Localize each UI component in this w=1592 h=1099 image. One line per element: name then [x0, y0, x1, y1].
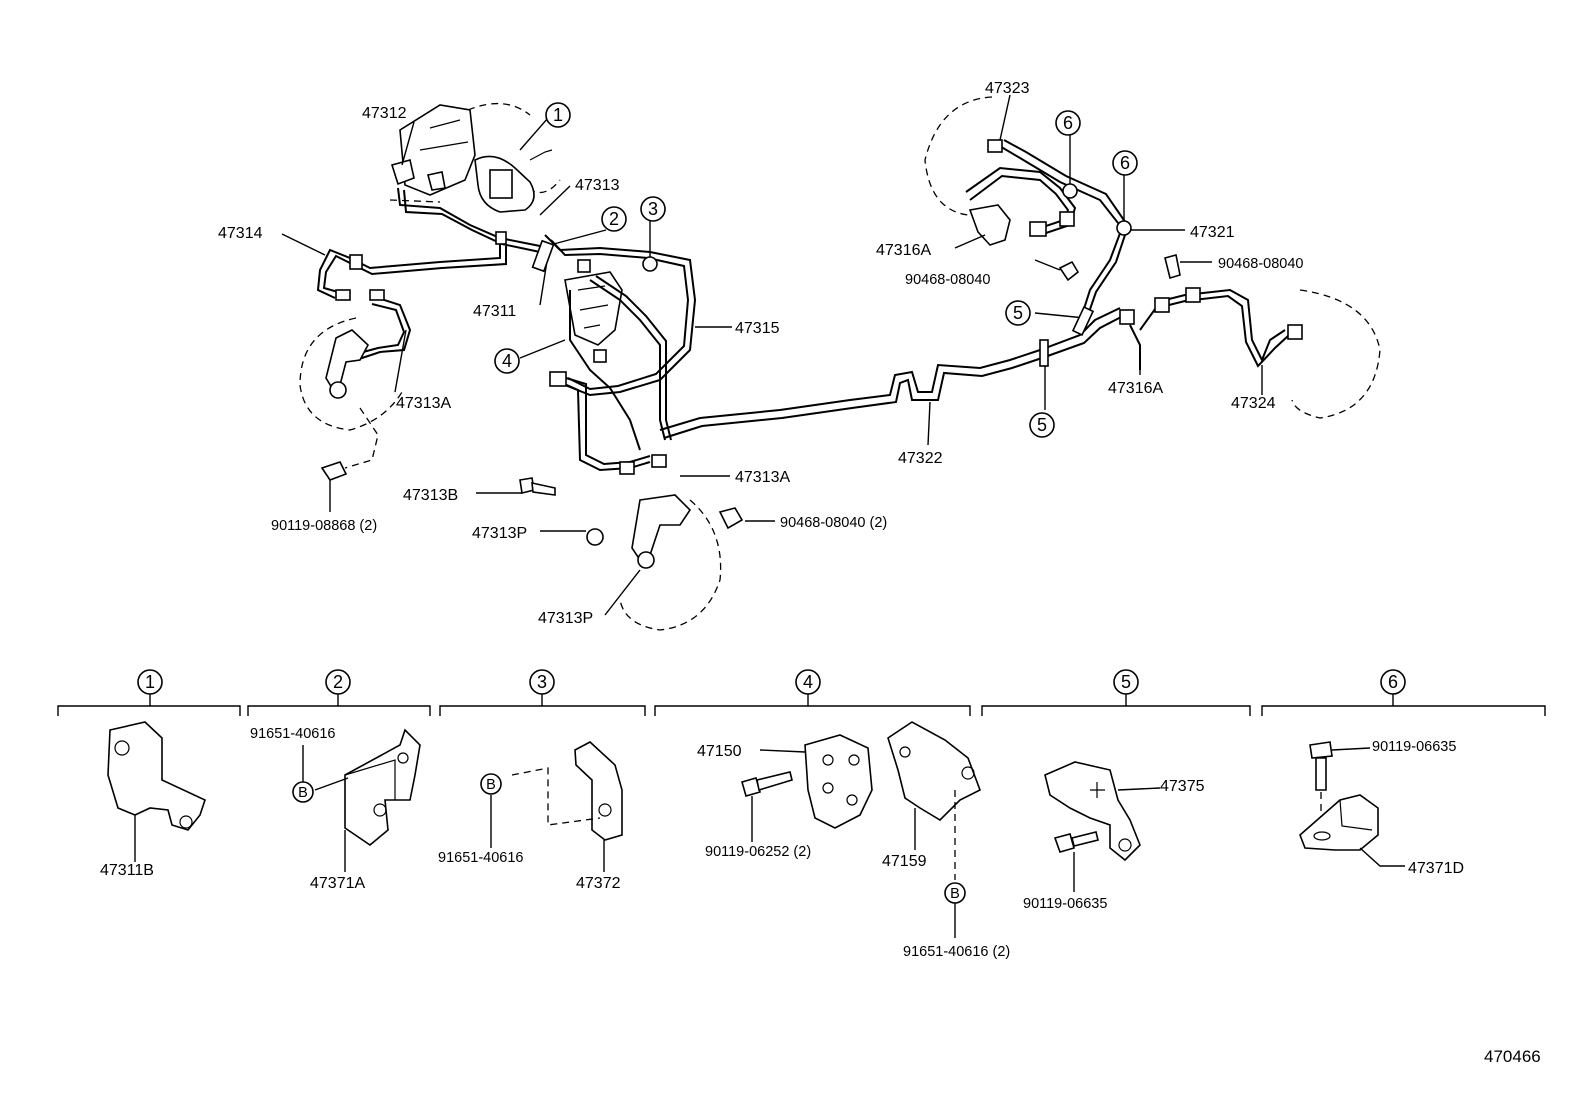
clamp-47372	[511, 741, 623, 872]
master-cylinder-assembly	[389, 102, 561, 213]
bolt-marker-b-1: B	[292, 745, 314, 803]
svg-text:B: B	[298, 785, 308, 801]
callout-5-a: 5	[1005, 300, 1031, 326]
svg-text:4: 4	[803, 672, 813, 692]
rear-brake-tube-47322	[659, 307, 1124, 439]
label-47321: 47321	[1190, 224, 1235, 241]
detail-section-brackets	[57, 694, 1546, 716]
clamp-47371D	[1299, 794, 1405, 867]
svg-text:5: 5	[1013, 303, 1023, 323]
callout-6-a: 6	[1055, 110, 1081, 136]
callout-2: 2	[601, 206, 627, 232]
label-47313P-a: 47313P	[472, 525, 527, 542]
diagram-reference-number: 470466	[1484, 1047, 1541, 1066]
label-47313A-mid: 47313A	[735, 469, 790, 486]
bolt-90119-06635-b	[1309, 741, 1371, 820]
label-47323: 47323	[985, 80, 1030, 97]
label-90119-06635-a: 90119-06635	[1023, 896, 1107, 912]
label-47313A-top: 47313A	[396, 395, 451, 412]
label-47314: 47314	[218, 225, 263, 242]
label-47324: 47324	[1231, 395, 1276, 412]
junction-points	[531, 183, 1132, 367]
svg-text:1: 1	[145, 672, 155, 692]
callout-1: 1	[545, 102, 571, 128]
label-90468-08040-b: 90468-08040	[1218, 256, 1303, 272]
bracket-47375	[1044, 761, 1161, 862]
proportioning-valve-tubes	[544, 234, 697, 475]
label-47316A-bot: 47316A	[1108, 380, 1163, 397]
detail-callout-6: 6	[1380, 669, 1406, 695]
bolt-marker-b-3: B	[944, 882, 966, 938]
label-47315: 47315	[735, 320, 780, 337]
label-47375: 47375	[1160, 778, 1205, 795]
svg-text:3: 3	[537, 672, 547, 692]
label-47312: 47312	[362, 105, 407, 122]
front-right-brake-disc	[619, 494, 722, 631]
detail-callout-5: 5	[1113, 669, 1139, 695]
label-47313P-b: 47313P	[538, 610, 593, 627]
callout-3: 3	[640, 196, 666, 222]
label-90468-08040-2: 90468-08040 (2)	[780, 515, 887, 531]
label-47371A: 47371A	[310, 875, 365, 892]
svg-text:B: B	[950, 886, 960, 902]
label-47316A-top: 47316A	[876, 242, 931, 259]
label-91651-40616-a: 91651-40616	[250, 726, 335, 742]
svg-text:5: 5	[1037, 415, 1047, 435]
label-90119-06635-b: 90119-06635	[1372, 739, 1456, 755]
label-47159: 47159	[882, 853, 927, 870]
leader-lines-top	[281, 94, 1263, 616]
loose-fasteners	[519, 477, 744, 546]
label-90119-08868: 90119-08868 (2)	[271, 518, 377, 534]
rear-axle-tubes	[924, 96, 1130, 316]
label-47372: 47372	[576, 875, 621, 892]
label-47322: 47322	[898, 450, 943, 467]
bolt-90119-06635-a	[1053, 831, 1099, 892]
label-47311B: 47311B	[100, 862, 154, 879]
label-91651-40616-2: 91651-40616 (2)	[903, 944, 1010, 960]
front-left-brake-disc	[299, 317, 403, 481]
bracket-47311B	[107, 721, 206, 862]
detail-callout-3: 3	[529, 669, 555, 695]
svg-text:B: B	[486, 777, 496, 793]
label-47371D: 47371D	[1408, 860, 1464, 877]
callout-5-b: 5	[1029, 412, 1055, 438]
valve-47150	[759, 734, 873, 829]
bracket-47159	[887, 721, 982, 880]
detail-callout-2: 2	[325, 669, 351, 695]
label-47311: 47311	[473, 303, 516, 320]
rear-right-tubes	[1119, 254, 1381, 419]
label-47150: 47150	[697, 743, 742, 760]
svg-text:6: 6	[1388, 672, 1398, 692]
svg-text:6: 6	[1063, 113, 1073, 133]
svg-text:1: 1	[553, 105, 563, 125]
callout-4: 4	[494, 348, 520, 374]
detail-callout-1: 1	[137, 669, 163, 695]
label-90119-06252: 90119-06252 (2)	[705, 844, 811, 860]
svg-text:5: 5	[1121, 672, 1131, 692]
svg-text:2: 2	[333, 672, 343, 692]
svg-text:4: 4	[502, 351, 512, 371]
svg-text:3: 3	[648, 199, 658, 219]
callout-6-b: 6	[1112, 150, 1138, 176]
detail-callout-4: 4	[795, 669, 821, 695]
label-90468-08040-a: 90468-08040	[905, 272, 990, 288]
bracket-47371A	[314, 728, 421, 872]
bolt-90119-06252	[741, 771, 793, 842]
bolt-marker-b-2: B	[480, 773, 502, 848]
front-left-brake-tubes	[316, 187, 541, 361]
label-47313B: 47313B	[403, 487, 458, 504]
svg-text:6: 6	[1120, 153, 1130, 173]
label-91651-40616-b: 91651-40616	[438, 850, 523, 866]
svg-text:2: 2	[609, 209, 619, 229]
label-47313: 47313	[575, 177, 620, 194]
